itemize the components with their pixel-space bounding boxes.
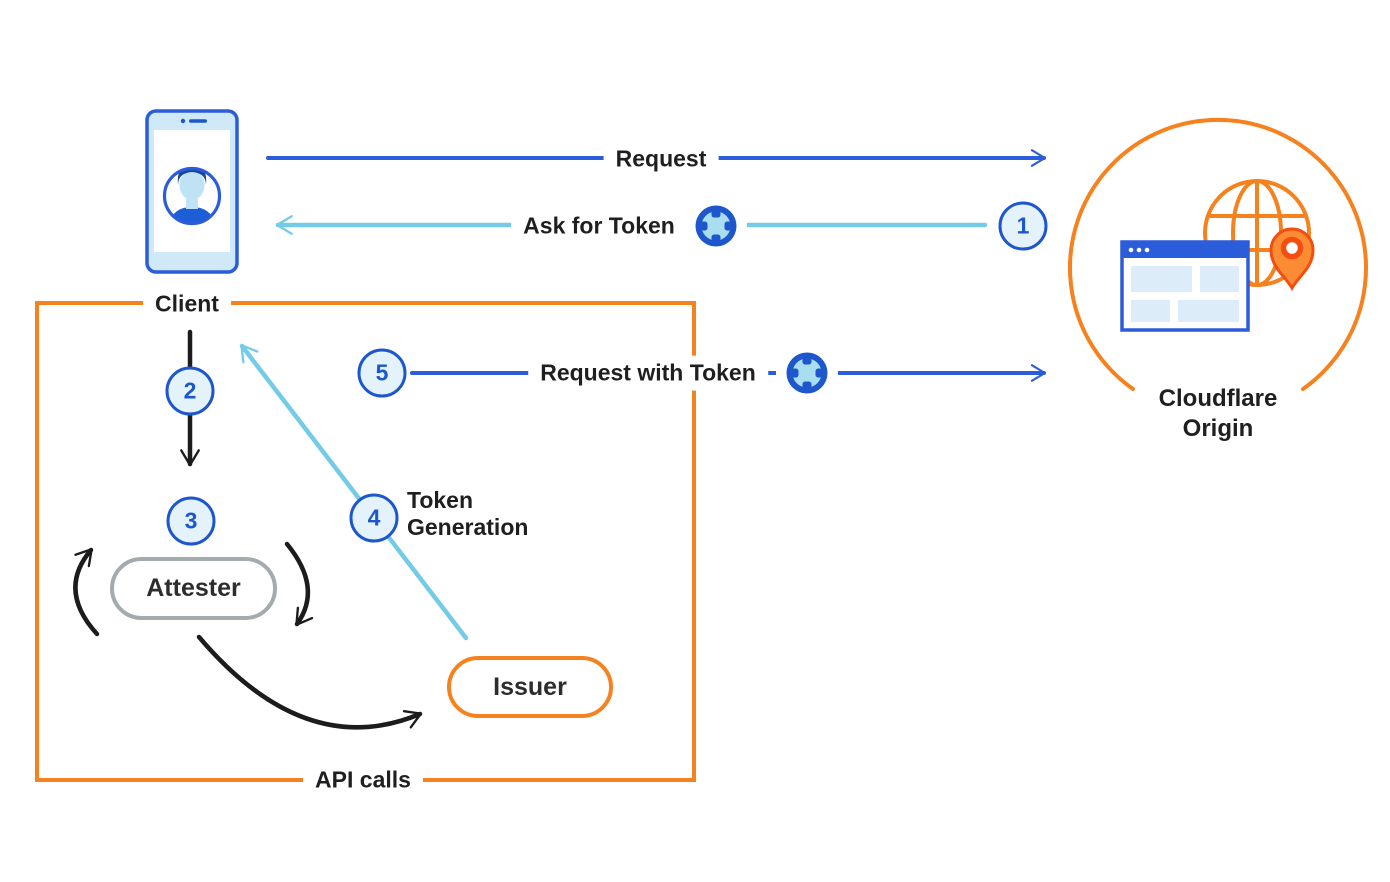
- arrow-attester-to-issuer: [196, 634, 423, 730]
- arrow-token-generation: [239, 343, 469, 641]
- arrow-attester-loop-left: [73, 547, 100, 637]
- issuer-label: Issuer: [493, 672, 567, 701]
- label-cloudflare-origin: Cloudflare Origin: [1146, 381, 1290, 447]
- token-icon: [776, 351, 838, 395]
- label-ask-for-token: Ask for Token: [511, 208, 687, 244]
- attester-label: Attester: [146, 574, 241, 602]
- arrow-attester-loop-right: [284, 541, 314, 627]
- step-badge-1: 1: [998, 201, 1048, 251]
- step-badge-4: 4: [349, 493, 399, 543]
- browser-window-icon: [1120, 240, 1250, 332]
- label-request: Request: [603, 141, 719, 177]
- origin-circle-outline: [1068, 117, 1368, 391]
- label-api-calls: API calls: [303, 762, 423, 798]
- label-token-generation: Token Generation: [407, 487, 529, 541]
- label-client: Client: [143, 286, 231, 322]
- attester-node: Attester: [110, 557, 277, 620]
- step-badge-3: 3: [166, 496, 216, 546]
- issuer-node: Issuer: [447, 656, 613, 718]
- token-icon: [685, 204, 747, 248]
- step-badge-5: 5: [357, 348, 407, 398]
- label-request-with-token: Request with Token: [528, 355, 768, 391]
- step-badge-2: 2: [165, 366, 215, 416]
- location-pin-icon: [1269, 227, 1315, 291]
- phone-user-icon: [145, 109, 239, 274]
